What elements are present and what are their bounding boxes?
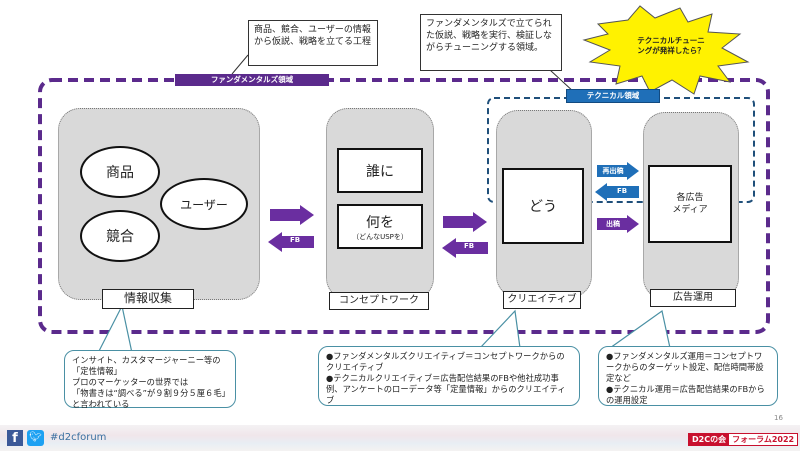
fundamental-region-label: ファンダメンタルズ領域 [175,74,329,86]
forward-arrow-icon [443,212,487,232]
burst-shape [582,5,750,95]
info-note: インサイト、カスタマージャーニー等の「定性情報」 プロのマーケッターの世界では … [64,350,236,409]
ad-media-line2: メディア [672,205,708,215]
ad-ops-note: ●ファンダメンタルズ運用＝コンセプトワークからのターゲット設定、配信時間帯設定な… [598,346,778,406]
what-subtext: （どんなUSPを） [352,232,408,241]
who-text: 誰に [366,163,394,180]
how-box: どう [502,168,584,244]
fb-arrow-label: FB [463,242,475,250]
concept-label: コンセプトワーク [329,292,429,310]
logo-brand-left: D2Cの会 [689,434,730,445]
fundamental-region-border [38,78,770,334]
footer-bar [0,425,800,451]
twitter-icon[interactable]: 🐦︎ [27,430,44,446]
note-line: プロのマーケッターの世界では [72,377,189,387]
facebook-icon[interactable]: f [7,430,23,446]
note-pointer [609,309,671,349]
note-line: ●テクニカル運用＝広告配信結果のFBからの運用設定 [606,384,765,405]
page-number: 16 [774,414,783,422]
callout-fundamental: ファンダメンタルズで立てられた仮説、戦略を実行、検証しながらチューニングする領域… [420,14,562,71]
technical-region-border [487,97,755,203]
fb-arrow-icon [442,238,488,258]
submit-arrow-label: 出稿 [606,220,620,228]
callout-info-gathering: 商品、競合、ユーザーの情報から仮説、戦略を立てる工程 [248,20,378,66]
ad-ops-label: 広告運用 [650,289,736,307]
fb-arrow-icon [595,183,639,201]
creative-note: ●ファンダメンタルズクリエイティブ＝コンセプトワークからのクリエイティブ ●テク… [318,346,580,406]
creative-label: クリエイティブ [503,291,581,309]
what-box: 何を （どんなUSPを） [337,204,423,249]
submit-arrow-icon [597,215,639,233]
hashtag: #d2cforum [50,432,107,443]
fb-arrow-label: FB [616,187,628,195]
callout-pointer-line [231,54,249,75]
note-pointer [97,304,133,354]
note-line: ●ファンダメンタルズクリエイティブ＝コンセプトワークからのクリエイティブ [326,351,565,372]
note-line: ●テクニカルクリエイティブ＝広告配信結果のFBや他社成功事例、アンケートのローデ… [326,373,566,405]
technical-region-label: テクニカル領域 [566,89,660,103]
fb-arrow-label: FB [289,236,301,244]
resubmit-arrow-label: 再出稿 [602,167,624,175]
what-text: 何を [366,214,394,231]
user-ellipse: ユーザー [160,178,248,230]
info-gathering-label: 情報収集 [102,289,194,309]
burst-text: テクニカルチューニングが発祥したら？ [637,36,705,55]
fb-arrow-icon [268,232,314,252]
ad-media-line1: 各広告 [676,193,704,203]
forward-arrow-icon [270,205,314,225]
logo-brand-right: フォーラム2022 [729,434,798,445]
event-logo: D2Cの会 フォーラム2022 [688,433,799,446]
how-text: どう [529,199,557,215]
competitor-ellipse: 競合 [80,210,160,262]
ad-media-box: 各広告 メディア [648,165,732,243]
note-line: インサイト、カスタマージャーニー等の「定性情報」 [72,355,221,376]
product-ellipse: 商品 [80,146,160,198]
resubmit-arrow-icon [597,162,639,180]
note-line: 「物書きは“調べる”が９割９分５厘６毛」と言われている [72,388,226,409]
note-pointer [479,309,521,349]
note-line: ●ファンダメンタルズ運用＝コンセプトワークからのターゲット設定、配信時間帯設定な… [606,351,764,383]
who-box: 誰に [337,148,423,193]
